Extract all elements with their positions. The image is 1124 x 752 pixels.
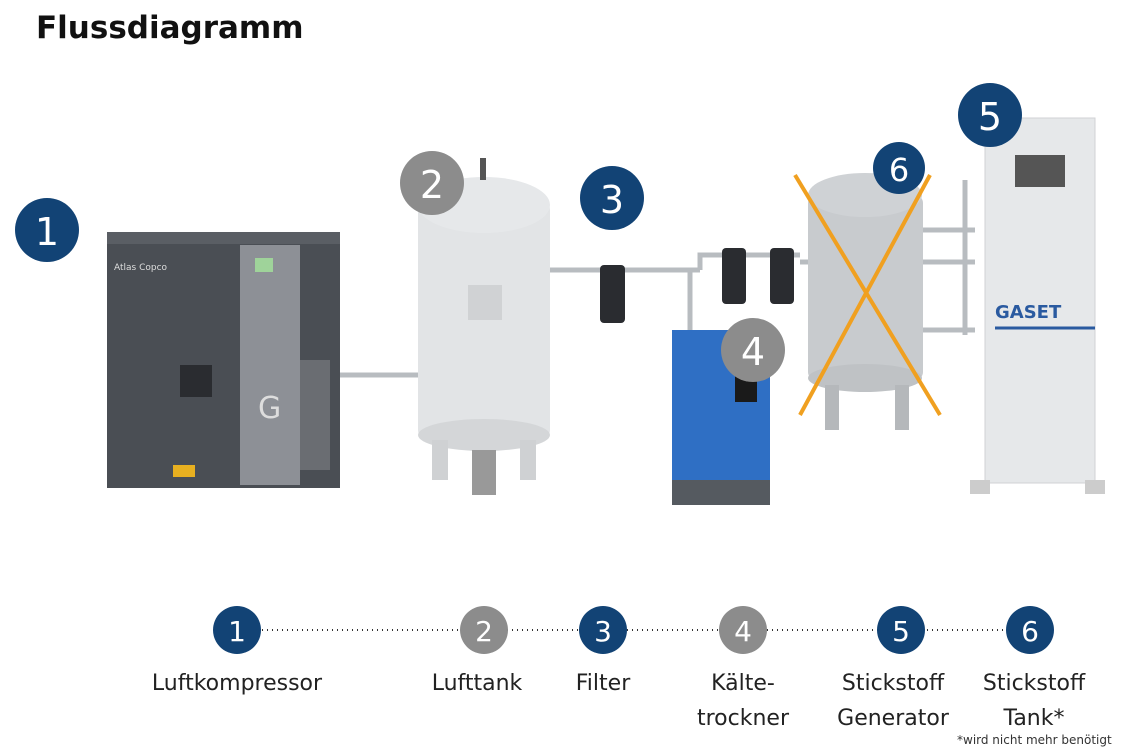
legend-badge-6: 6 (1006, 606, 1054, 654)
legend-badge-5: 5 (877, 606, 925, 654)
badge-3: 3 (580, 166, 644, 230)
legend-badge-1: 1 (213, 606, 261, 654)
legend-label-2: Lufttank (431, 671, 523, 696)
nitrogen-generator-image: GASET (970, 117, 1105, 494)
svg-text:4: 4 (734, 615, 752, 648)
legend-label-3: Filter (575, 671, 631, 696)
svg-text:3: 3 (600, 178, 624, 222)
compressor-g-logo: G (258, 391, 281, 426)
svg-text:2: 2 (475, 615, 493, 648)
filters-image (600, 248, 794, 323)
svg-text:1: 1 (228, 615, 246, 648)
footnote: *wird nicht mehr benötigt (957, 733, 1112, 747)
badge-1: 1 (15, 198, 79, 262)
compressor-logo: Atlas Copco (114, 263, 168, 273)
air-tank-image (418, 158, 550, 495)
svg-text:5: 5 (978, 95, 1002, 139)
legend-badge-4: 4 (719, 606, 767, 654)
svg-text:5: 5 (892, 615, 910, 648)
badge-4: 4 (721, 318, 785, 382)
legend-label-1: Luftkompressor (151, 671, 323, 696)
svg-text:6: 6 (889, 151, 909, 189)
badge-5: 5 (958, 83, 1022, 147)
svg-text:4: 4 (741, 330, 765, 374)
generator-logo: GASET (995, 302, 1062, 323)
not-needed-cross (793, 173, 942, 417)
page-title: Flussdiagramm (36, 10, 304, 46)
badge-6: 6 (873, 142, 925, 194)
nitrogen-tank-image (808, 173, 923, 430)
svg-text:6: 6 (1021, 615, 1039, 648)
svg-text:1: 1 (35, 210, 59, 254)
svg-text:3: 3 (594, 615, 612, 648)
badge-2: 2 (400, 151, 464, 215)
legend-badge-3: 3 (579, 606, 627, 654)
svg-text:2: 2 (420, 163, 444, 207)
legend-label-4: Kälte-trockner (696, 671, 790, 731)
air-compressor-image: Atlas Copco G (107, 232, 340, 488)
legend-badge-2: 2 (460, 606, 508, 654)
